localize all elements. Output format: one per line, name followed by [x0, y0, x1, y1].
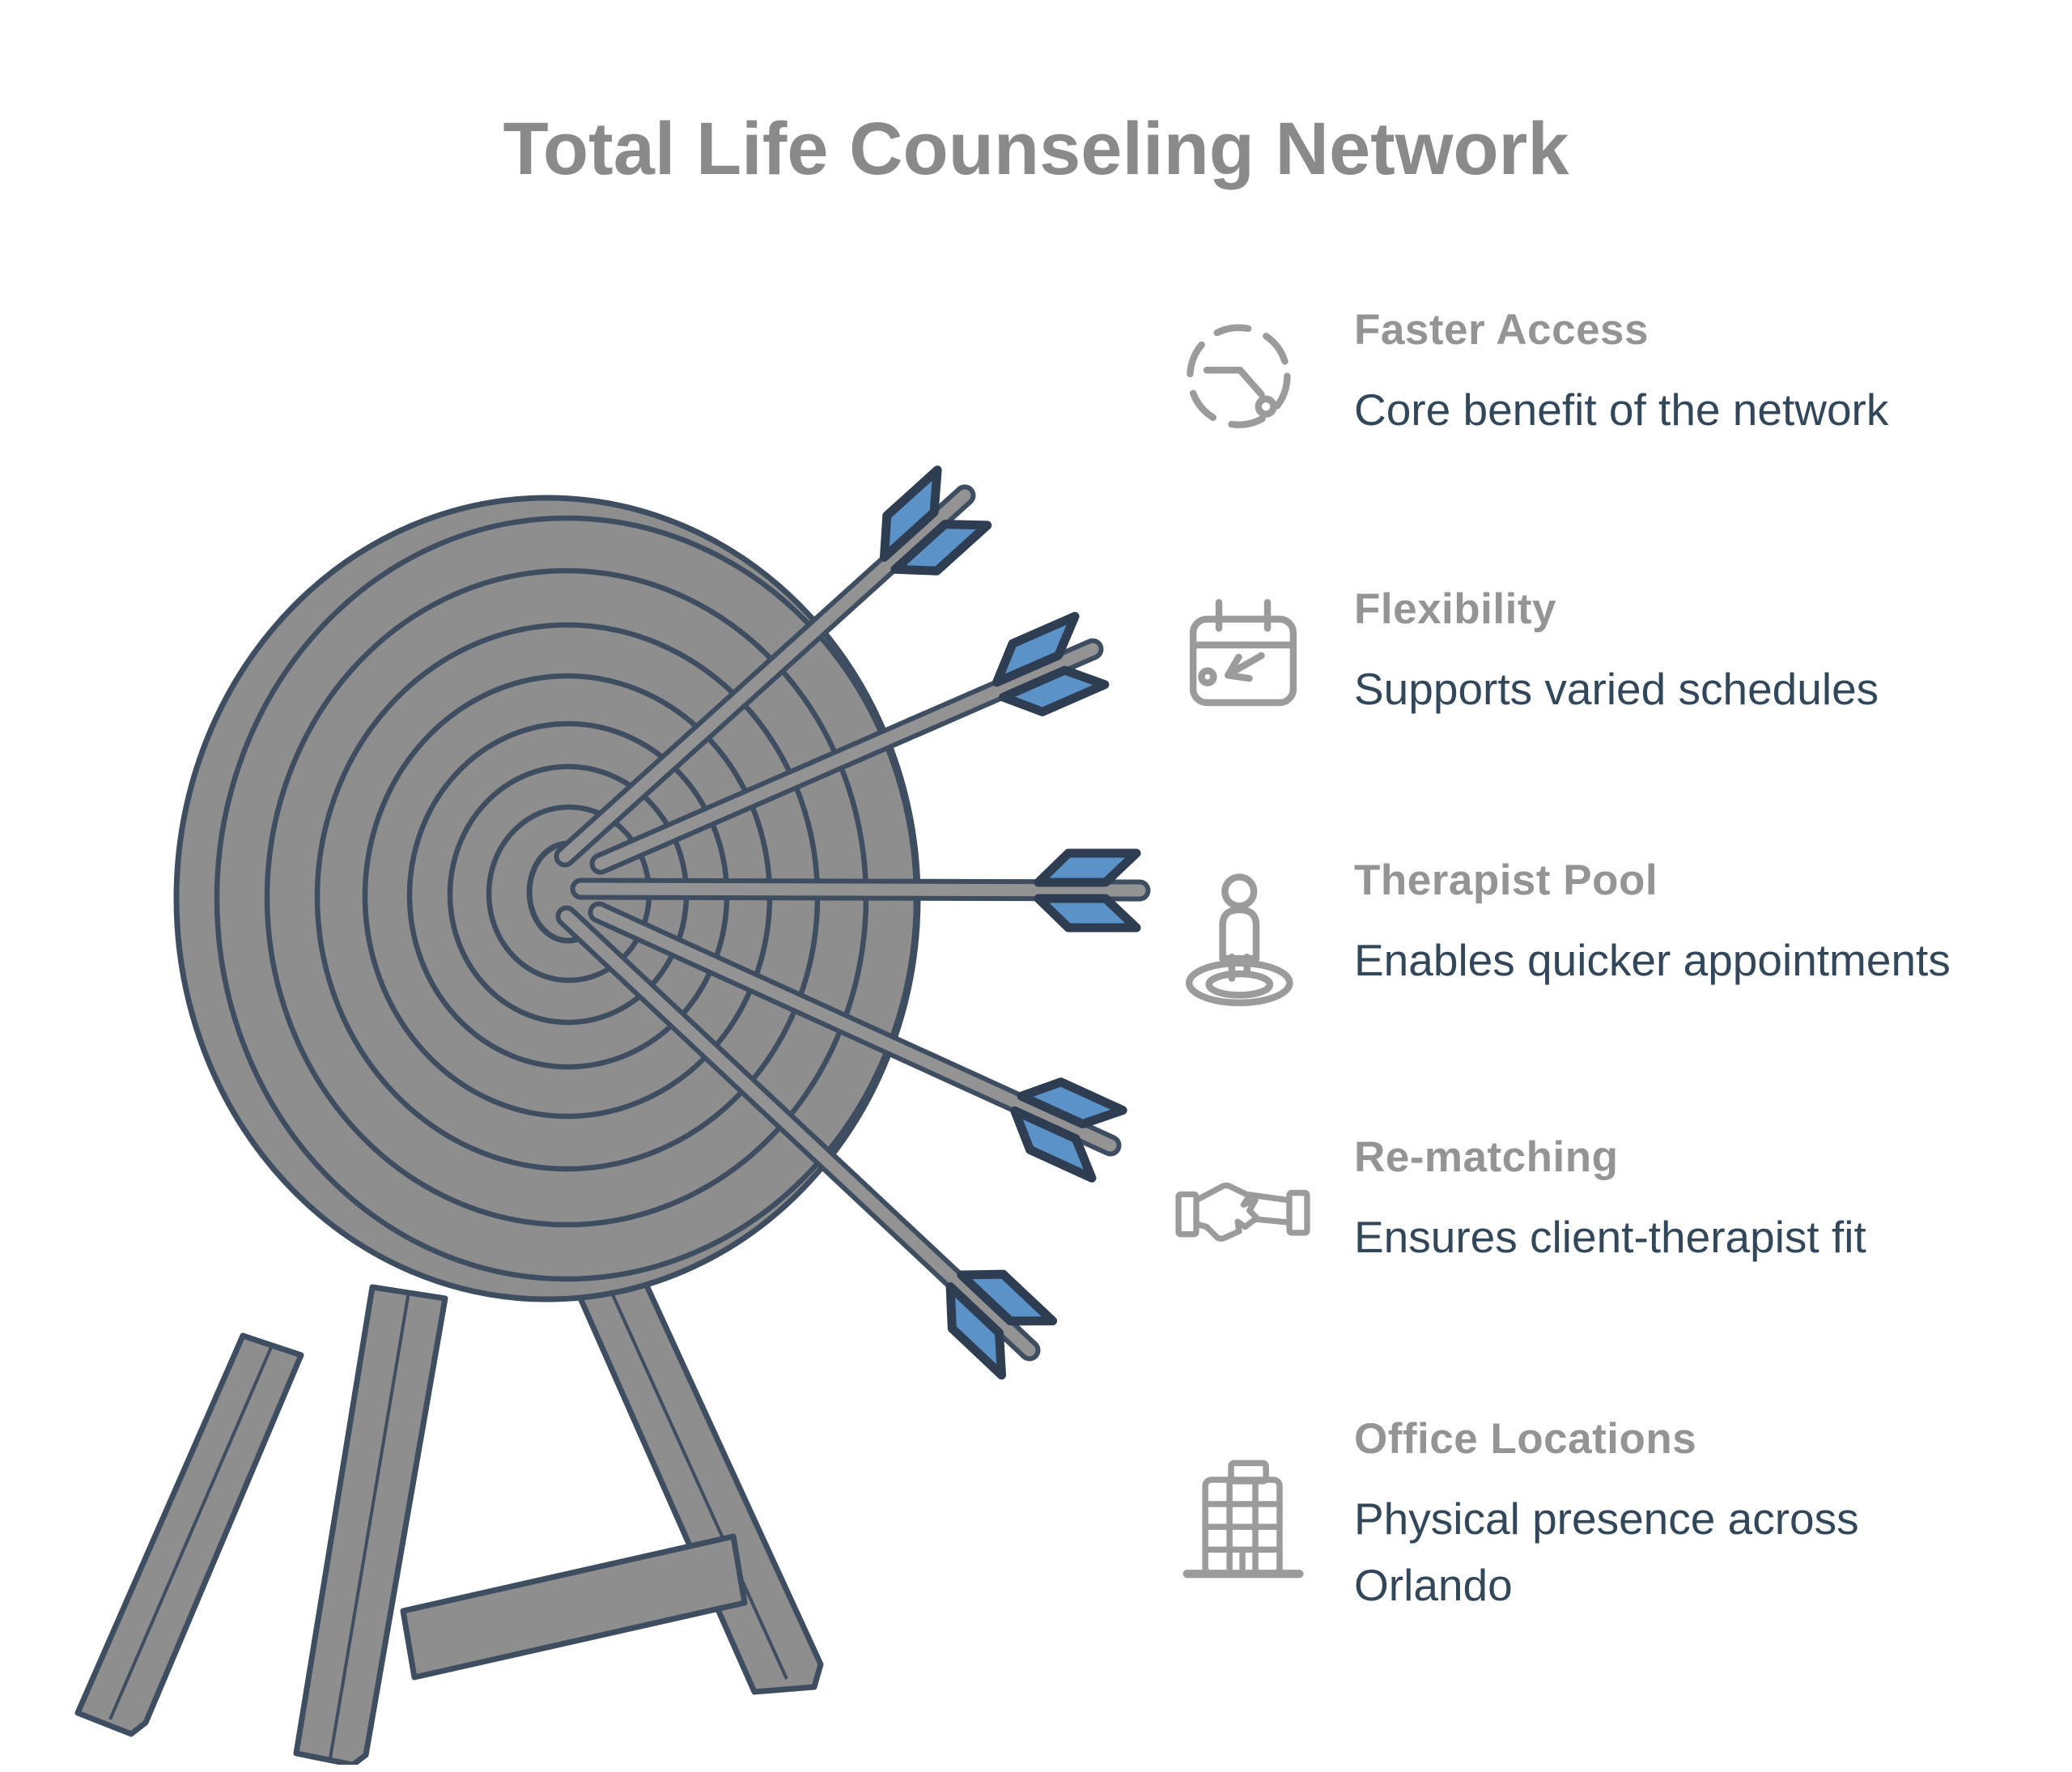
arrow [589, 611, 1110, 875]
easel-stand [74, 1242, 824, 1765]
arrows [554, 465, 1151, 1380]
page-title: Total Life Counseling Network [503, 108, 1569, 190]
calendar-icon [1189, 599, 1297, 707]
feature-item-office-locations: Office Locations Physical presence acros… [1168, 1415, 2026, 1619]
feature-title: Flexibility [1354, 585, 1556, 633]
feature-item-flexibility: Flexibility Supports varied schedules [1168, 585, 2026, 722]
feature-item-therapist-pool: Therapist Pool Enables quicker appointme… [1168, 856, 2026, 1016]
feature-title: Re-matching [1354, 1133, 1619, 1181]
feature-description: Core benefit of the network [1354, 384, 1889, 435]
feature-description: Enables quicker appointments [1354, 934, 1951, 985]
person-pool-icon [1185, 873, 1293, 1006]
building-icon [1182, 1460, 1304, 1579]
feature-description: Supports varied schedules [1354, 663, 1879, 714]
feature-item-re-matching: Re-matching Ensures client-therapist fit [1168, 1133, 2026, 1270]
feature-title: Faster Access [1354, 306, 1649, 354]
arrow [588, 901, 1127, 1183]
feature-description: Ensures client-therapist fit [1354, 1211, 1866, 1262]
feature-description: Physical presence across Orlando [1354, 1493, 1859, 1611]
feature-item-faster-access: Faster Access Core benefit of the networ… [1168, 306, 2026, 443]
arrow [570, 848, 1151, 933]
arrow [554, 465, 992, 868]
target-illustration [74, 465, 1151, 1765]
feature-title: Office Locations [1354, 1415, 1697, 1463]
handshake-icon [1175, 1182, 1310, 1242]
stopwatch-icon [1186, 324, 1291, 428]
feature-title: Therapist Pool [1354, 856, 1658, 904]
arrow [555, 905, 1058, 1380]
